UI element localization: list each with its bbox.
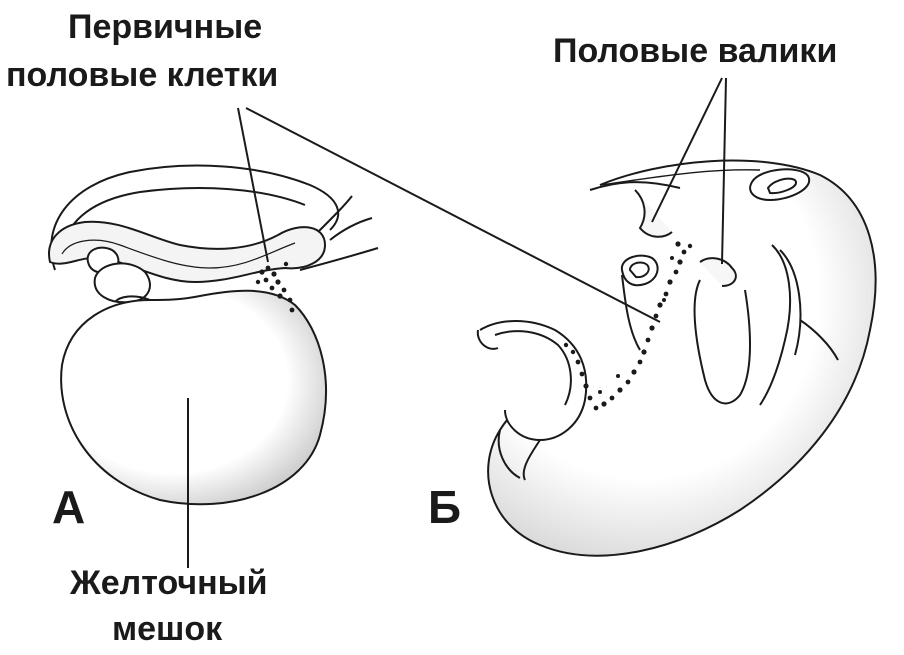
label-yolk-sac-line1: Желточный [70,566,268,600]
figure-a-embryo [49,166,378,505]
yolk-sac [61,291,326,505]
dorsal-aorta [622,256,658,286]
label-primary-germ-cells-line1: Первичные [68,10,262,44]
label-panel-b: Б [428,484,461,530]
label-genital-ridges: Половые валики [553,34,837,68]
label-panel-a: А [52,484,85,530]
figure-b-embryo [478,161,876,556]
label-primary-germ-cells-line2: половые клетки [6,58,278,92]
label-yolk-sac-line2: мешок [112,612,222,646]
